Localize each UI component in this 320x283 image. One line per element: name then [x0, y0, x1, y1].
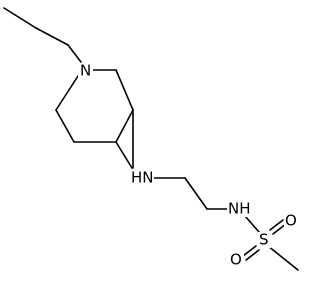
bond-s-methyl — [267, 245, 299, 271]
bond-group — [3, 7, 299, 271]
bond-s-o-top-b — [272, 223, 287, 235]
atom-mask — [227, 201, 253, 217]
bond-ring-c2-c3 — [115, 69, 134, 111]
bond-nh-s — [244, 215, 260, 233]
bond-propyl-c3-n — [67, 44, 82, 63]
bond-ring-c4-hn — [115, 141, 133, 169]
bond-ch2-ch2 — [184, 177, 208, 210]
atom-label-group: N HN NH S O O — [78, 62, 299, 269]
piperidine-nitrogen-label: N — [80, 62, 91, 80]
sulfur-atom-label: S — [259, 231, 269, 249]
bond-s-o-top-a — [269, 219, 284, 231]
oxygen-bottom-label: O — [230, 251, 242, 269]
sulfonamide-nh-label: NH — [228, 200, 251, 218]
atom-mask — [130, 170, 154, 186]
bond-ring-c3-c4 — [115, 109, 134, 143]
atom-mask — [284, 213, 299, 229]
bond-propyl-c2-c3 — [35, 27, 69, 46]
bond-ring-c5-c6 — [55, 109, 75, 143]
bond-ring-c6-n — [55, 75, 79, 111]
molecule-structure-diagram: N HN NH S O O — [3, 7, 299, 271]
bond-propyl-c1-c2 — [3, 7, 37, 29]
secondary-amine-label: HN — [131, 169, 154, 187]
atom-mask — [229, 252, 244, 268]
atom-mask — [78, 63, 93, 79]
bond-s-o-bottom-a — [242, 245, 257, 257]
bond-s-o-bottom-b — [245, 249, 260, 261]
atom-mask — [257, 232, 271, 248]
oxygen-top-label: O — [285, 212, 297, 230]
